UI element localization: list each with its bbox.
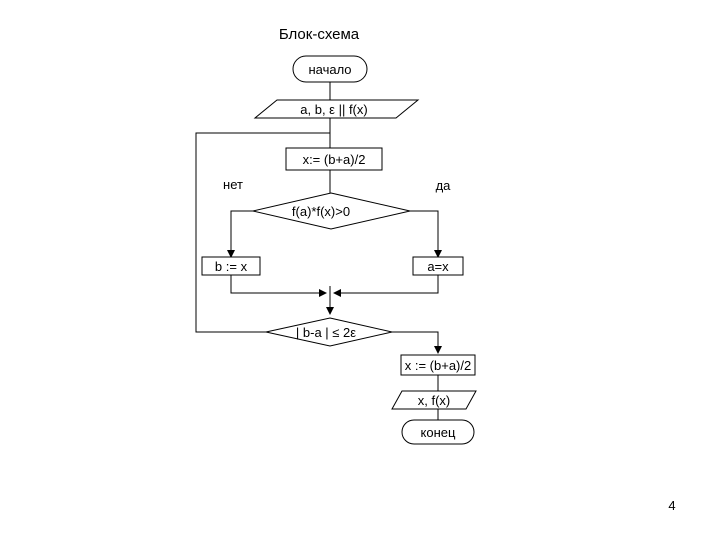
start-label: начало <box>308 62 351 77</box>
page-number: 4 <box>668 498 675 513</box>
midpoint-process <box>285 147 383 171</box>
connectors <box>195 82 442 420</box>
end-terminator <box>401 419 475 445</box>
input-parallelogram <box>253 99 420 119</box>
connector-loop-back <box>195 132 330 333</box>
connector-condition-no <box>227 210 253 258</box>
output-parallelogram <box>391 390 477 410</box>
output-label: x, f(x) <box>418 393 451 408</box>
branch-no-label: нет <box>223 177 243 192</box>
condition-decision <box>252 192 411 230</box>
check-label: | b-a | ≤ 2ε <box>296 325 356 340</box>
final-midpoint-process <box>400 354 476 376</box>
midpoint-label: x:= (b+a)/2 <box>303 152 366 167</box>
input-label: a, b, ε || f(x) <box>300 102 367 117</box>
connector-assign-a-merge <box>333 275 439 297</box>
branch-yes-label: да <box>436 178 452 193</box>
end-label: конец <box>421 425 456 440</box>
assign-b-process <box>201 256 261 276</box>
connector-check-final <box>392 331 442 354</box>
assign-b-label: b := x <box>215 259 248 274</box>
assign-a-process <box>412 256 464 276</box>
check-decision <box>265 317 393 347</box>
connector-condition-yes <box>410 210 442 258</box>
connector-assign-b-merge <box>230 275 327 297</box>
diagram-title: Блок-схема <box>279 26 360 43</box>
final-midpoint-label: x := (b+a)/2 <box>405 358 471 373</box>
condition-label: f(a)*f(x)>0 <box>292 204 350 219</box>
assign-a-label: a=x <box>427 259 449 274</box>
start-terminator <box>292 55 368 83</box>
